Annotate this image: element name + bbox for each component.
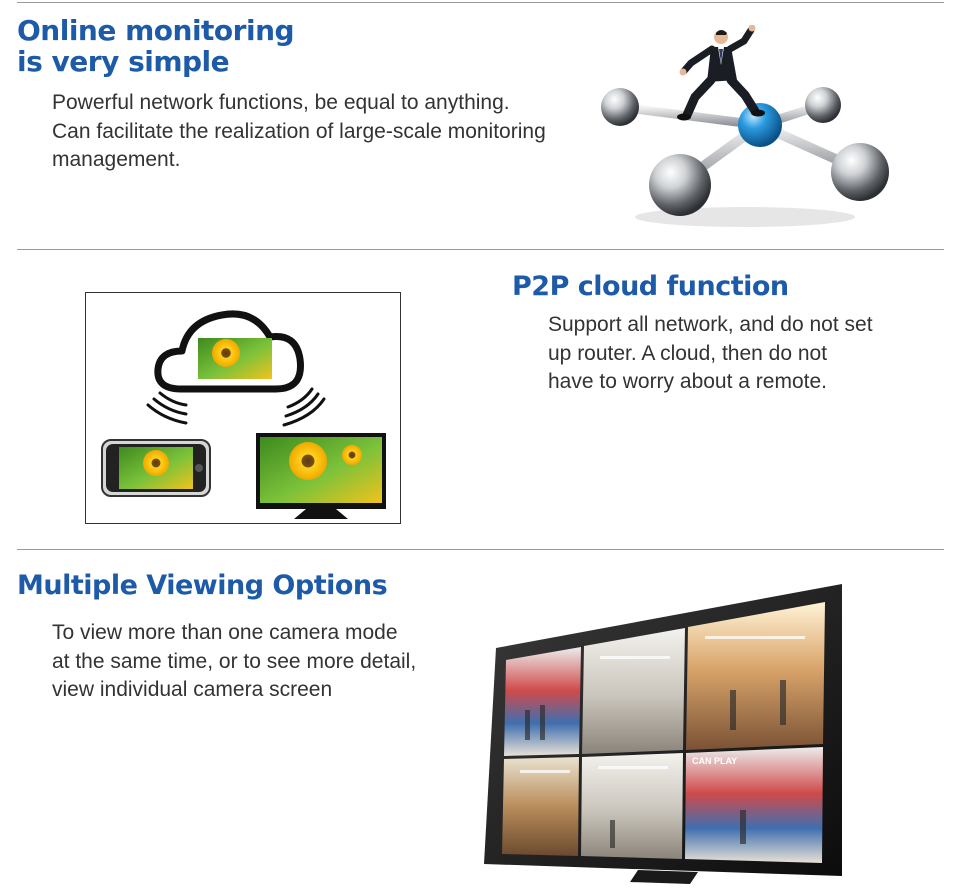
store-lights [520,636,805,773]
camera-feed-tile [504,647,581,756]
camera-feed-tile [685,747,823,863]
section2-title: P2P cloud function [512,271,789,302]
section2-body-line1: Support all network, and do not set [548,313,873,336]
section1-body-line1: Powerful network functions, be equal to … [52,91,510,114]
signal-wave-left-icon [146,391,188,425]
divider-top [17,2,944,3]
sunflower-icon [212,339,240,367]
section3-body-line3: view individual camera screen [52,678,333,701]
silver-sphere [601,88,639,126]
store-shoppers [525,680,786,848]
silver-sphere [649,154,711,216]
section2-body: Support all network, and do not set up r… [548,311,873,397]
tv-store-sign: CAN PLAY [692,756,737,766]
network-spheres-illustration [601,25,889,227]
section1-body: Powerful network functions, be equal to … [52,89,546,175]
smartphone-icon [101,439,211,497]
section2-body-line3: have to worry about a remote. [548,370,827,393]
tv-stand [630,870,698,884]
signal-wave-right-icon [282,387,326,427]
blue-sphere [738,103,782,147]
television-icon [256,433,386,519]
camera-feed-tile [582,628,685,754]
camera-feed-tile [581,753,683,859]
section3-body-line1: To view more than one camera mode [52,621,398,644]
section2-body-line2: up router. A cloud, then do not [548,341,828,365]
section3-title: Multiple Viewing Options [17,570,388,601]
divider-section2 [17,549,944,550]
camera-feed-tile [686,602,825,750]
businessman-figure [677,25,765,121]
section1-body-line3: management. [52,148,181,171]
cloud-devices-illustration [101,310,386,519]
silver-sphere [805,87,841,123]
divider-section1 [17,249,944,250]
silver-sphere [831,143,889,201]
cloud-devices-frame [85,292,401,524]
camera-feed-tile [502,757,579,856]
section3-body-line2: at the same time, or to see more detail, [52,649,417,673]
section1-body-line2: Can facilitate the realization of large-… [52,119,546,143]
section3-body: To view more than one camera mode at the… [52,619,416,705]
section1-title-line2: is very simple [17,45,230,78]
section1-title: Online monitoring is very simple [17,14,295,78]
camera-grid-tv-illustration: CAN PLAY [484,584,842,884]
section1-title-line1: Online monitoring [17,14,295,47]
